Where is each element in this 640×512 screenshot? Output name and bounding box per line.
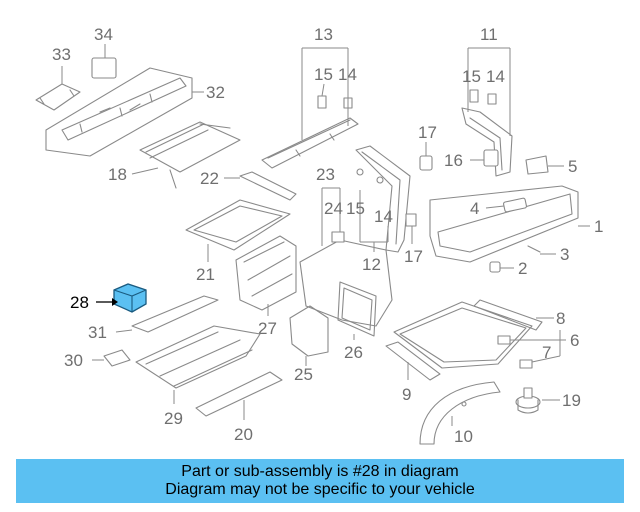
callout-11: 11: [480, 25, 498, 44]
part-group-23: [299, 187, 393, 327]
callout-32: 32: [206, 83, 225, 102]
part-28[interactable]: [96, 283, 147, 313]
callout-34: 34: [94, 25, 113, 44]
callout-31: 31: [88, 323, 107, 342]
callout-8: 8: [556, 309, 565, 328]
callout-12: 12: [362, 255, 381, 274]
callout-3: 3: [560, 245, 569, 264]
callout-17-upper: 17: [418, 123, 437, 142]
callout-14-right: 14: [486, 67, 505, 86]
callout-16: 16: [444, 151, 463, 170]
part-9: [385, 341, 441, 381]
callout-15-right: 15: [462, 67, 481, 86]
part-29: [135, 325, 261, 404]
part-group-6: [393, 299, 566, 369]
callout-13: 13: [314, 25, 333, 44]
callout-1: 1: [594, 217, 603, 236]
part-26: [337, 281, 377, 340]
callout-14-mid: 14: [374, 207, 393, 226]
callout-23: 23: [316, 165, 335, 184]
callout-22: 22: [200, 169, 219, 188]
callout-30: 30: [64, 351, 83, 370]
callout-7: 7: [542, 343, 551, 362]
callout-33: 33: [52, 45, 71, 64]
callout-20: 20: [234, 425, 253, 444]
callout-21: 21: [196, 265, 215, 284]
info-banner: Part or sub-assembly is #28 in diagram D…: [16, 459, 624, 503]
banner-line-1: Part or sub-assembly is #28 in diagram: [181, 463, 459, 480]
part-31: [115, 295, 219, 333]
part-group-11: [461, 47, 513, 177]
part-group-32: [35, 44, 204, 157]
part-19: [515, 387, 560, 414]
banner-line-2: Diagram may not be specific to your vehi…: [165, 481, 475, 498]
callout-14-upper: 14: [338, 65, 357, 84]
callout-5: 5: [568, 157, 577, 176]
callout-15-upper: 15: [314, 65, 333, 84]
callout-26: 26: [344, 343, 363, 362]
part-20: [195, 371, 283, 420]
part-21: [185, 199, 291, 262]
callout-18: 18: [108, 165, 127, 184]
callout-28: 28: [70, 293, 89, 312]
part-25: [289, 305, 329, 366]
part-16: [470, 149, 499, 167]
callout-4: 4: [470, 199, 479, 218]
parts-diagram: 34 33 32 18 22 21 13 15 14: [35, 25, 603, 446]
part-group-12: [355, 145, 417, 253]
callout-2: 2: [518, 259, 527, 278]
part-10: [419, 381, 501, 445]
callout-9: 9: [402, 385, 411, 404]
callout-15-mid: 15: [346, 199, 365, 218]
part-22: [224, 171, 297, 201]
callout-6: 6: [570, 331, 579, 350]
callout-17-lower: 17: [404, 247, 423, 266]
callout-10: 10: [454, 427, 473, 446]
callout-29: 29: [164, 409, 183, 428]
callout-24: 24: [324, 199, 343, 218]
callout-19: 19: [562, 391, 581, 410]
part-group-13: [261, 47, 359, 169]
callout-25: 25: [294, 365, 313, 384]
part-17-upper: [419, 142, 433, 171]
part-30: [92, 349, 131, 367]
part-5: [525, 155, 564, 175]
part-group-1: [429, 185, 590, 273]
part-18: [131, 121, 241, 189]
part-27: [235, 235, 297, 316]
callout-27: 27: [258, 319, 277, 338]
